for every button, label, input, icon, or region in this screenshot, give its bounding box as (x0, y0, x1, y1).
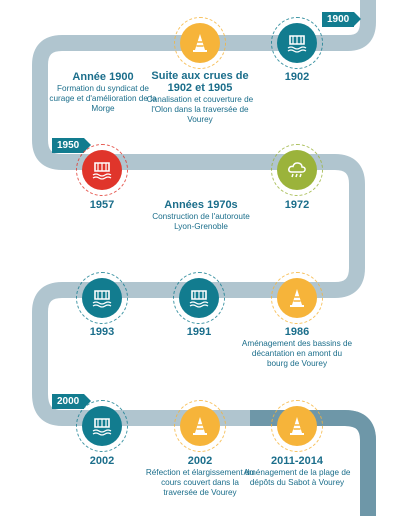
milestone-flag-2000: 2000 (52, 394, 92, 409)
event-1986: 1986 Aménagement des bassins de décantat… (241, 326, 353, 369)
event-title: Années 1970s (164, 199, 238, 211)
dam-icon (271, 17, 323, 69)
event-title: Suite aux crues de 1902 et 1905 (151, 70, 249, 94)
event-description: Canalisation et couverture de l'Olon dan… (146, 95, 254, 124)
event-title: Année 1900 (72, 71, 134, 83)
event-1993: 1993 (47, 326, 157, 338)
event-title: 1957 (89, 199, 115, 211)
event-1972: 1972 (242, 199, 352, 211)
event-title: 2002 (187, 455, 213, 467)
cone-icon (174, 17, 226, 69)
event-title: 2002 (89, 455, 115, 467)
event-crues-1902-1905: Suite aux crues de 1902 et 1905 Canalisa… (145, 70, 255, 125)
track-row-1 (32, 0, 376, 516)
dam-icon (76, 144, 128, 196)
event-1902: 1902 (242, 71, 352, 83)
event-title: 1972 (284, 199, 310, 211)
event-2002-a: 2002 (47, 455, 157, 467)
event-title: 1991 (186, 326, 212, 338)
event-1991: 1991 (144, 326, 254, 338)
dam-icon (76, 272, 128, 324)
dam-icon (173, 272, 225, 324)
event-description: Aménagement de la plage de dépôts du Sab… (243, 468, 351, 487)
cone-icon (174, 400, 226, 452)
event-title: 1902 (284, 71, 310, 83)
event-1970s: Années 1970s Construction de l'autoroute… (146, 199, 256, 232)
event-description: Formation du syndicat de curage et d'amé… (49, 84, 157, 113)
event-title: 1993 (89, 326, 115, 338)
event-1900: Année 1900 Formation du syndicat de cura… (48, 71, 158, 114)
cone-icon (271, 272, 323, 324)
event-title: 1986 (284, 326, 310, 338)
event-title: 2011-2014 (271, 455, 323, 467)
event-2011-2014: 2011-2014 Aménagement de la plage de dép… (242, 455, 352, 488)
milestone-flag-1950: 1950 (52, 138, 92, 153)
milestone-flag-1900: 1900 (322, 12, 362, 27)
rain-cloud-icon (271, 144, 323, 196)
dam-icon (76, 400, 128, 452)
event-description: Aménagement des bassins de décantation e… (241, 339, 353, 368)
event-description: Réfection et élargissement du cours couv… (145, 468, 255, 497)
event-1957: 1957 (47, 199, 157, 211)
event-2002-b: 2002 Réfection et élargissement du cours… (145, 455, 255, 498)
track-end-dark (250, 410, 376, 516)
cone-icon (271, 400, 323, 452)
event-description: Construction de l'autoroute Lyon-Grenobl… (152, 212, 250, 231)
